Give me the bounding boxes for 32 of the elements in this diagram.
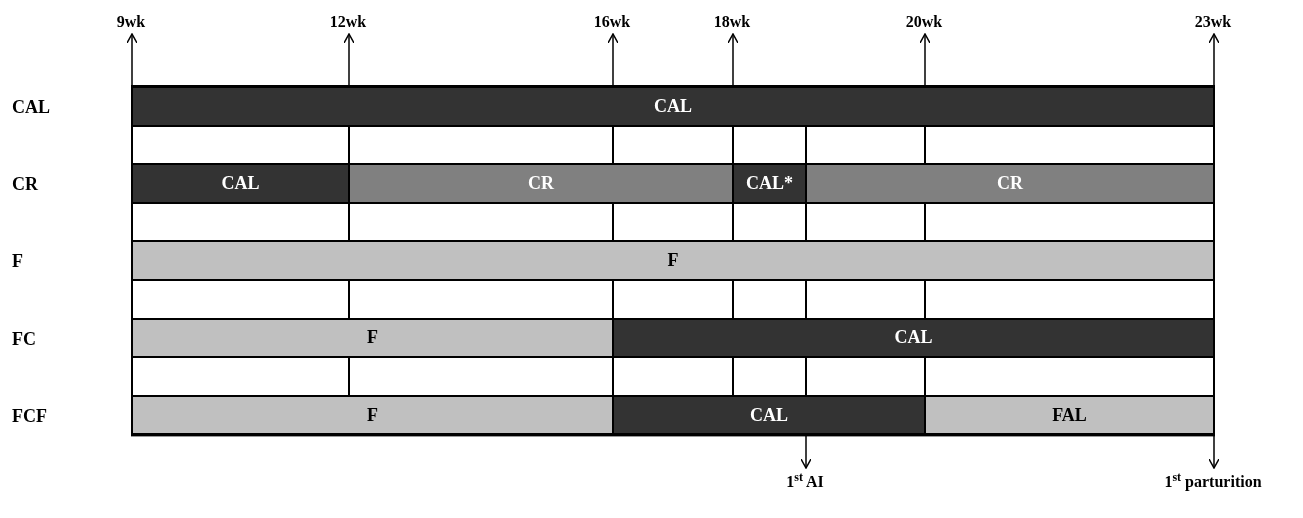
period-bar: CAL [131,86,1215,127]
period-bar: F [131,317,614,359]
week-label: 23wk [1194,10,1232,34]
week-label: 18wk [713,10,751,34]
period-bar: F [131,240,1215,281]
event-label: 1$^{st}$ parturition [1164,470,1262,494]
row-label: CR [12,173,38,197]
arrow [919,33,931,87]
arrow [727,33,739,87]
period-bar: CR [805,163,1215,204]
week-label: 16wk [593,10,631,34]
period-bar: CAL* [732,163,807,204]
arrow [1208,434,1220,469]
arrow [800,434,812,469]
period-bar: F [131,394,614,436]
event-label: 1$^{st}$ AI [786,470,824,494]
period-bar: CAL [131,163,350,204]
arrow [343,33,355,87]
arrow [1208,33,1220,87]
row-label: CAL [12,96,50,119]
week-label: 20wk [905,10,943,34]
arrow [126,33,138,87]
week-label: 12wk [329,10,367,34]
period-bar: CAL [612,317,1215,359]
row-label: F [12,250,23,274]
row-label: FC [12,327,36,351]
row-label: FCF [12,404,47,428]
week-label: 9wk [116,10,146,34]
period-bar: CAL [612,394,926,436]
period-bar: FAL [924,394,1215,436]
arrow [607,33,619,87]
period-bar: CR [348,163,734,204]
